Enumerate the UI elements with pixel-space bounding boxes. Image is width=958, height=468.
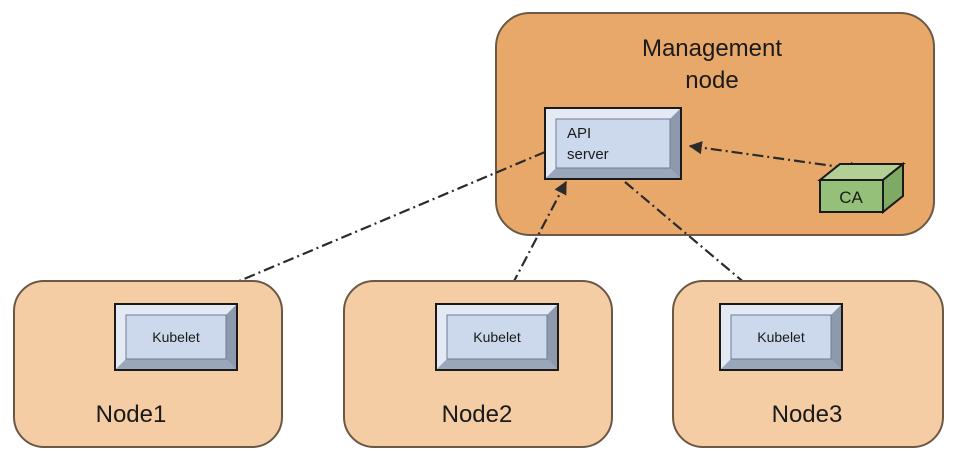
kubelet-bevel-bottom <box>116 359 236 369</box>
kubelet-bevel-right <box>226 305 236 369</box>
management-node-title-line2: node <box>685 67 738 94</box>
api-server-bevel-right <box>670 109 680 178</box>
node-3-label: Node3 <box>772 401 843 428</box>
kubelet-face <box>125 314 227 360</box>
kubelet-bevel-top <box>116 305 236 315</box>
api-server-bevel-bottom <box>546 168 680 178</box>
node-1-kubelet-box[interactable]: Kubelet <box>114 303 238 371</box>
node-2-label: Node2 <box>442 401 513 428</box>
api-server-bevel-left <box>546 109 556 178</box>
api-server-label-line1: API <box>567 125 591 142</box>
node-1-kubelet-label: Kubelet <box>152 329 200 345</box>
kubelet-bevel-left <box>437 305 447 369</box>
kubelet-bevel-left <box>721 305 731 369</box>
node-1-label: Node1 <box>96 401 167 428</box>
kubelet-bevel-right <box>547 305 557 369</box>
kubelet-bevel-top <box>721 305 841 315</box>
api-server-box[interactable]: API server <box>544 107 682 180</box>
kubelet-bevel-left <box>116 305 126 369</box>
ca-label: CA <box>839 188 863 207</box>
node-3-kubelet-label: Kubelet <box>757 329 805 345</box>
kubelet-bevel-right <box>831 305 841 369</box>
node-2-group[interactable]: Kubelet Node2 <box>343 280 613 448</box>
node-1-group[interactable]: Kubelet Node1 <box>13 280 283 448</box>
connector-api-server-to-ca <box>688 141 864 175</box>
kubelet-face <box>446 314 548 360</box>
kubelet-face <box>730 314 832 360</box>
api-server-bevel-top <box>546 109 680 119</box>
node-2-kubelet-box[interactable]: Kubelet <box>435 303 559 371</box>
ca-box[interactable]: CA <box>817 161 906 215</box>
api-server-label-line2: server <box>567 146 609 163</box>
node-3-kubelet-box[interactable]: Kubelet <box>719 303 843 371</box>
kubelet-bevel-bottom <box>437 359 557 369</box>
connector-api-server-to-node2-kubelet <box>500 180 567 308</box>
node-2-kubelet-label: Kubelet <box>473 329 521 345</box>
api-server-face <box>555 118 671 169</box>
ca-front-face <box>819 179 884 213</box>
kubelet-bevel-top <box>437 305 557 315</box>
management-node-title-line1: Management <box>642 35 782 62</box>
node-3-group[interactable]: Kubelet Node3 <box>672 280 944 448</box>
kubelet-bevel-bottom <box>721 359 841 369</box>
